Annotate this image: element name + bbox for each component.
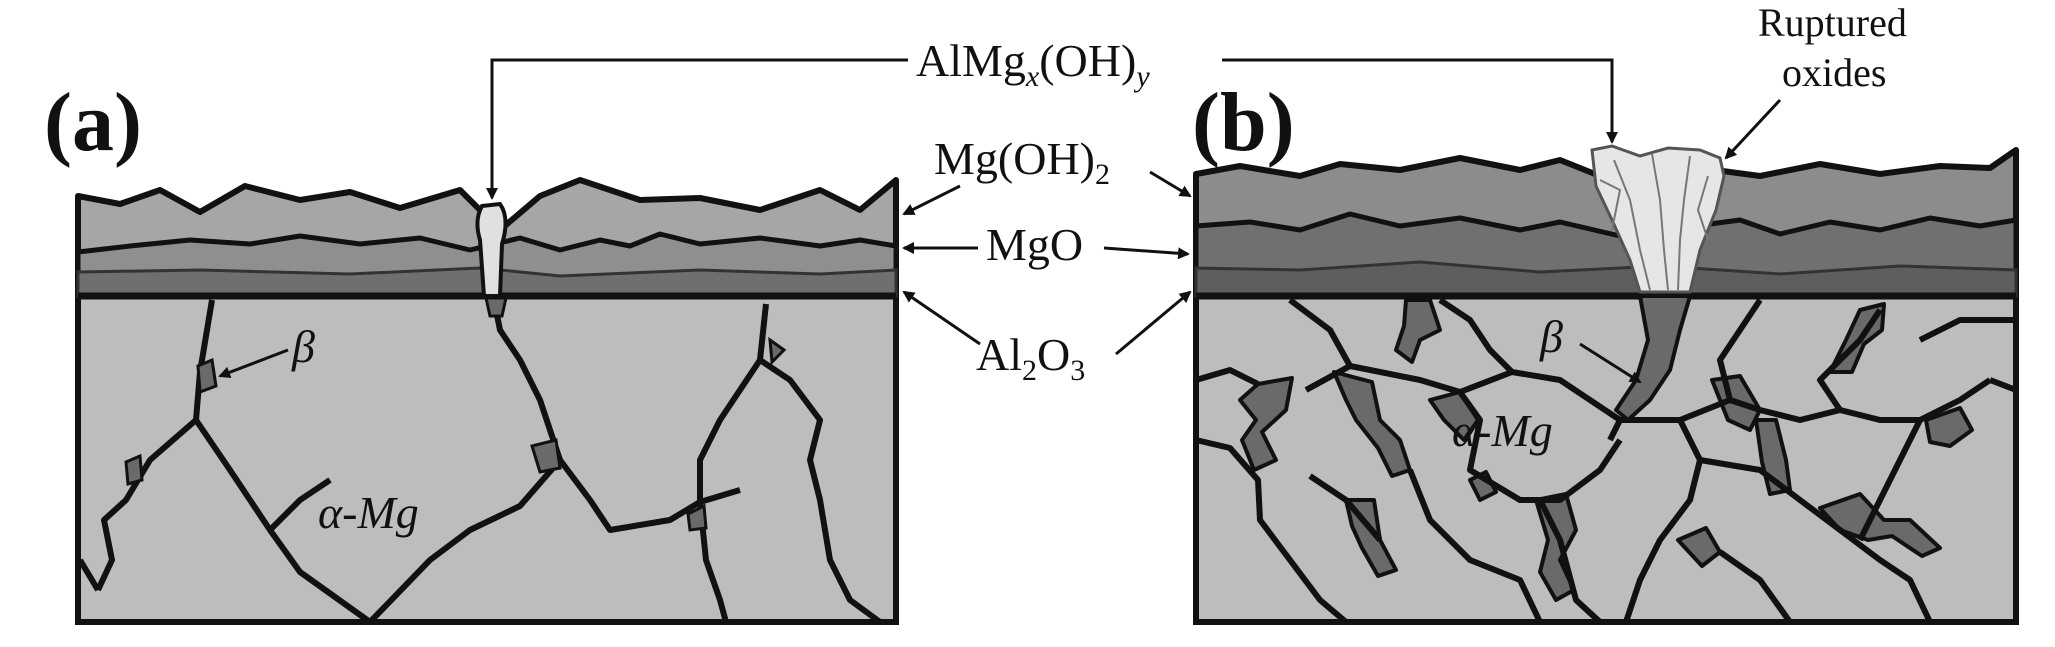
- panel-b-label: (b): [1192, 76, 1295, 169]
- panel-a-beta-phases: [124, 296, 787, 532]
- panel-b-rupture-cracks: [1599, 153, 1709, 291]
- panel-a-alpha-mg-label: α-Mg: [318, 487, 419, 538]
- panel-a-beta-label: β: [291, 321, 315, 372]
- ruptured-oxides-arrow: [1724, 98, 1782, 160]
- al2o3-label: Al2O3: [976, 329, 1085, 387]
- al2o3-arrow-b: [1115, 290, 1192, 356]
- panel-b-alpha-mg-label: α-Mg: [1452, 405, 1553, 456]
- panel-b-beta-label: β: [1539, 311, 1563, 362]
- ruptured-oxides-label-line1: Ruptured: [1758, 0, 1907, 45]
- mgoh2-arrow-b: [1149, 170, 1192, 198]
- panel-a-label: (a): [44, 76, 142, 169]
- panel-b-grain-boundaries: [1195, 297, 2018, 625]
- mgoh2-arrow-a: [902, 184, 961, 216]
- panel-a: (a) β α-Mg: [44, 76, 899, 625]
- panel-a-almg-plug: [475, 201, 508, 298]
- mgo-arrow-b: [1103, 246, 1190, 260]
- al2o3-arrow-a: [902, 290, 981, 346]
- mgoh2-label: Mg(OH)2: [934, 133, 1110, 191]
- panel-b-ruptured-oxide: [1590, 144, 1726, 294]
- panel-b-beta-arrow: [1579, 342, 1642, 384]
- almg-arrow-b: [1222, 58, 1618, 144]
- almg-label: AlMgx(OH)y: [916, 35, 1150, 93]
- mgo-label: MgO: [986, 219, 1083, 270]
- panel-a-beta-arrow: [218, 348, 289, 379]
- panel-b: (b) β α-Mg: [1192, 76, 2019, 625]
- center-labels: AlMgx(OH)y Ruptured oxides Mg(OH)2 MgO A…: [486, 0, 1907, 387]
- ruptured-oxides-label-line2: oxides: [1782, 50, 1886, 95]
- almg-arrow-a: [486, 58, 908, 200]
